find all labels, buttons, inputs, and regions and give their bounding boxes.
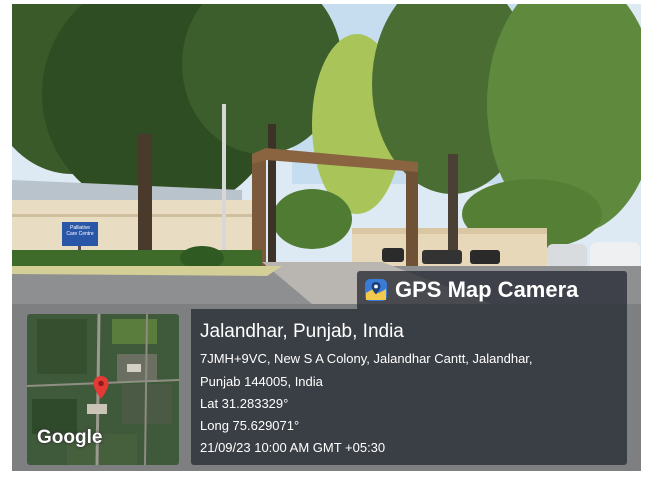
google-logo: Google — [37, 427, 103, 448]
sign-text: Palliative Care Centre — [66, 225, 94, 237]
map-marker-icon — [93, 376, 109, 399]
timestamp-text: 21/09/23 10:00 AM GMT +05:30 — [200, 440, 386, 455]
address-line-1: 7JMH+9VC, New S A Colony, Jalandhar Cant… — [200, 351, 533, 366]
latitude-text: Lat 31.283329° — [200, 396, 289, 411]
longitude-text: Long 75.629071° — [200, 418, 300, 433]
address-line-2: Punjab 144005, India — [200, 374, 323, 389]
map-thumbnail[interactable]: Google — [27, 314, 179, 465]
badge-title: GPS Map Camera — [395, 277, 579, 302]
location-title: Jalandhar, Punjab, India — [200, 321, 404, 342]
location-info-panel: Jalandhar, Punjab, India 7JMH+9VC, New S… — [191, 309, 627, 465]
gps-map-camera-badge: GPS Map Camera — [357, 271, 627, 309]
satellite-map — [27, 314, 179, 465]
gps-map-pin-icon — [365, 279, 387, 301]
